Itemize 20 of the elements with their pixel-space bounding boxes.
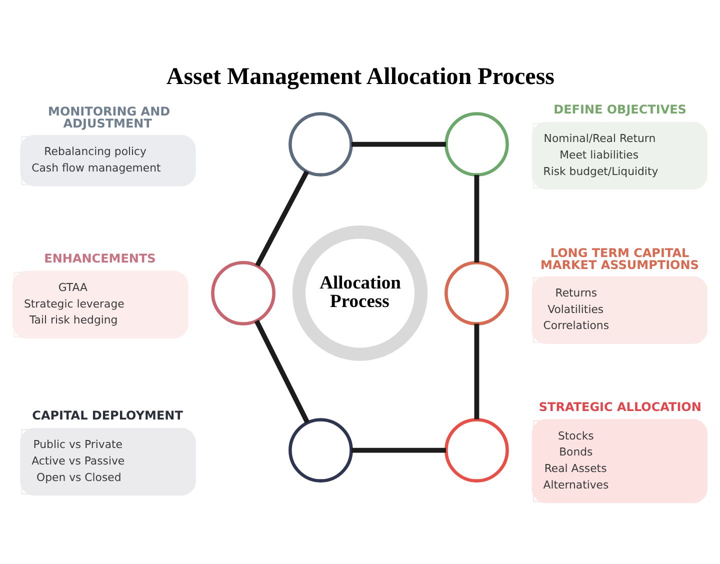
node-circle — [211, 261, 276, 326]
node-label: MONITORING AND ADJUSTMENT — [48, 104, 170, 131]
connector — [474, 175, 480, 262]
node-label: DEFINE OBJECTIVES — [554, 102, 686, 117]
connector — [352, 142, 446, 147]
node-label: ENHANCEMENTS — [44, 251, 156, 266]
node-label: LONG TERM CAPITAL MARKET ASSUMPTIONS — [540, 246, 699, 272]
node-circle — [444, 112, 509, 176]
node-circle — [444, 261, 509, 326]
node-label: CAPITAL DEPLOYMENT — [32, 408, 183, 423]
connector — [255, 170, 310, 267]
connector — [352, 448, 446, 453]
connector — [254, 320, 310, 424]
node-label: STRATEGIC ALLOCATION — [538, 400, 702, 414]
node-circle: Allocation Process — [292, 226, 428, 361]
diagram-title: Asset Management Allocation Process — [166, 64, 555, 90]
node-circle — [444, 418, 509, 482]
node-circle — [288, 418, 353, 482]
node-circle — [288, 112, 353, 176]
connector — [474, 324, 480, 420]
